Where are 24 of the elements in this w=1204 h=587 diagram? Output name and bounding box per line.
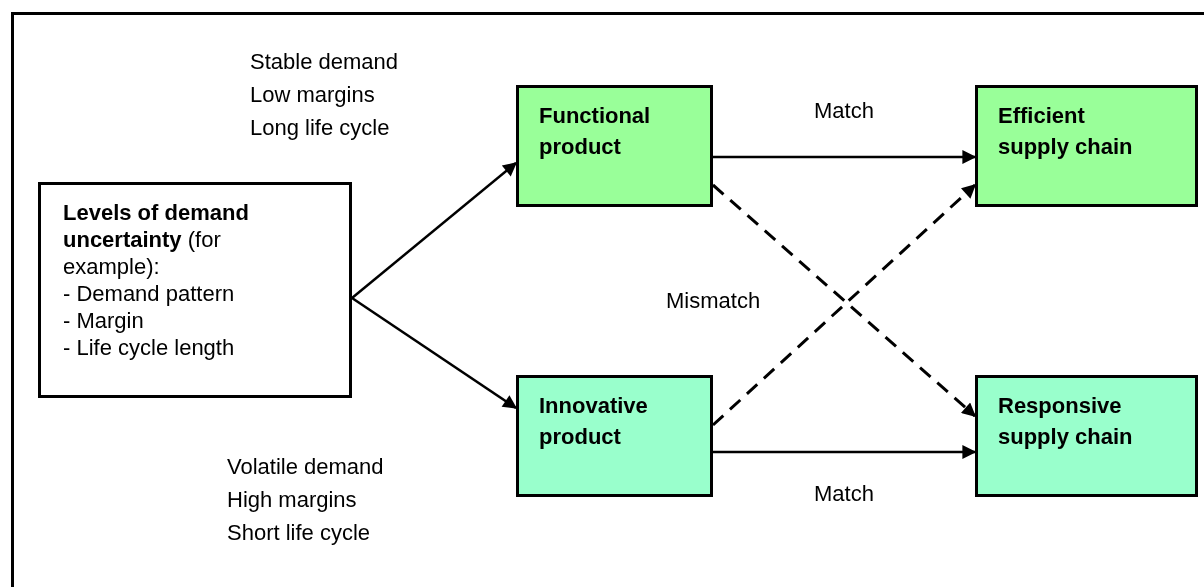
arrow: [713, 445, 977, 459]
text-label: Low margins: [250, 81, 375, 109]
arrow: [351, 296, 518, 410]
arrow: [351, 162, 518, 299]
process-box: [516, 375, 713, 497]
text-label: Volatile demand: [227, 453, 384, 481]
list-item: - Demand pattern: [63, 280, 235, 307]
box-title: Levels of demand uncertainty (for example):: [63, 199, 250, 280]
arrow: [713, 150, 977, 164]
list-item: - Life cycle length: [63, 334, 235, 361]
box-title: Functional product: [539, 102, 652, 161]
process-box: [516, 85, 713, 207]
box-title: Innovative product: [539, 392, 649, 451]
box-title: Efficient supply chain: [998, 102, 1134, 161]
text-label: High margins: [227, 486, 357, 514]
process-box: [975, 375, 1198, 497]
list-item: - Margin: [63, 307, 144, 334]
text-label: Long life cycle: [250, 114, 390, 142]
text-label: Stable demand: [250, 48, 398, 76]
text-label: Short life cycle: [227, 519, 371, 547]
process-box: [975, 85, 1198, 207]
box-title: Responsive supply chain: [998, 392, 1134, 451]
process-box: [38, 182, 352, 398]
text-label: Mismatch: [666, 287, 761, 315]
